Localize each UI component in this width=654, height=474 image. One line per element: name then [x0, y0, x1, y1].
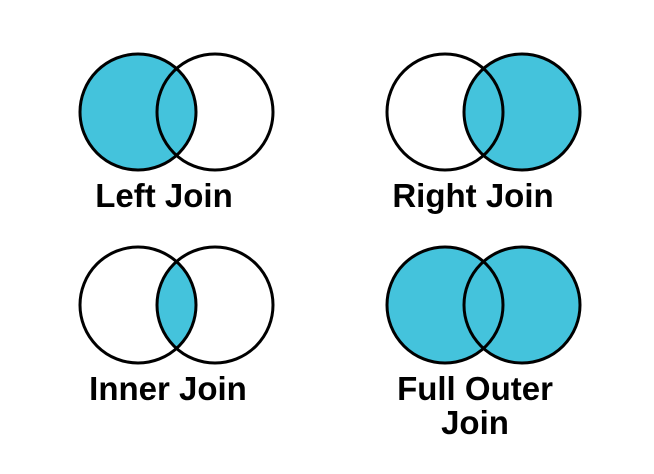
- right-join-left-circle: [385, 52, 505, 172]
- inner-join-right-circle: [155, 245, 275, 365]
- left-join-venn-icon: [78, 52, 275, 172]
- left-join-left-circle: [78, 52, 198, 172]
- left-join-right-circle: [155, 52, 275, 172]
- right-join-venn-icon: [385, 52, 582, 172]
- full-outer-right-circle-outline: [462, 245, 582, 365]
- full-outer-right-circle-fill: [464, 247, 580, 363]
- inner-join-left-circle: [78, 245, 198, 365]
- left-join-label: Left Join: [95, 177, 233, 214]
- inner-join-diagram: [73, 238, 283, 372]
- full-outer-join-label: Full Outer Join: [397, 370, 553, 441]
- full-outer-join-diagram: [380, 238, 590, 372]
- inner-join-label: Inner Join: [89, 370, 247, 407]
- left-join-diagram: [73, 45, 283, 179]
- inner-join-intersection-fill: [157, 247, 196, 363]
- full-outer-join-venn-icon: [385, 245, 582, 365]
- right-join-diagram: [380, 45, 590, 179]
- full-outer-left-circle-outline: [385, 245, 505, 365]
- right-join-right-circle: [462, 52, 582, 172]
- right-join-label: Right Join: [392, 177, 554, 214]
- inner-join-venn-icon: [78, 245, 275, 365]
